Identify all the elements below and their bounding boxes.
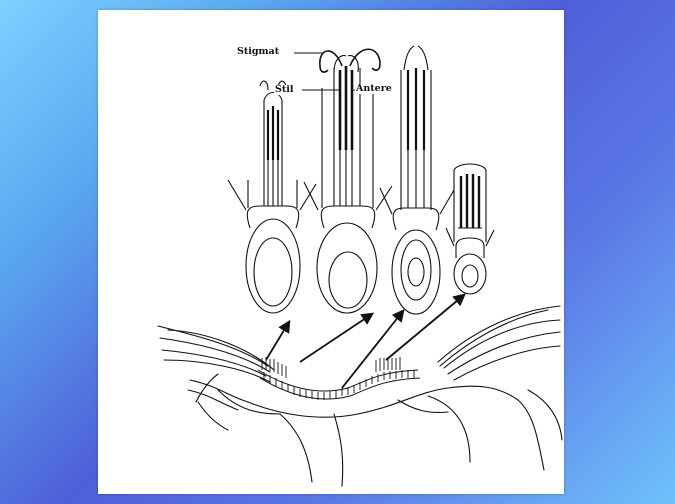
floret-4 <box>446 164 494 294</box>
label-stigmat: Stigmat <box>236 47 280 57</box>
development-arrows <box>266 295 464 388</box>
stem-leaves <box>158 306 562 486</box>
label-antere: Antere <box>355 84 393 94</box>
rachis <box>258 357 420 400</box>
floret-1 <box>228 81 316 313</box>
diagram-panel: Stigmat Stil Antere <box>98 10 564 494</box>
flower-development-drawing <box>98 10 564 494</box>
label-stil: Stil <box>274 85 294 95</box>
